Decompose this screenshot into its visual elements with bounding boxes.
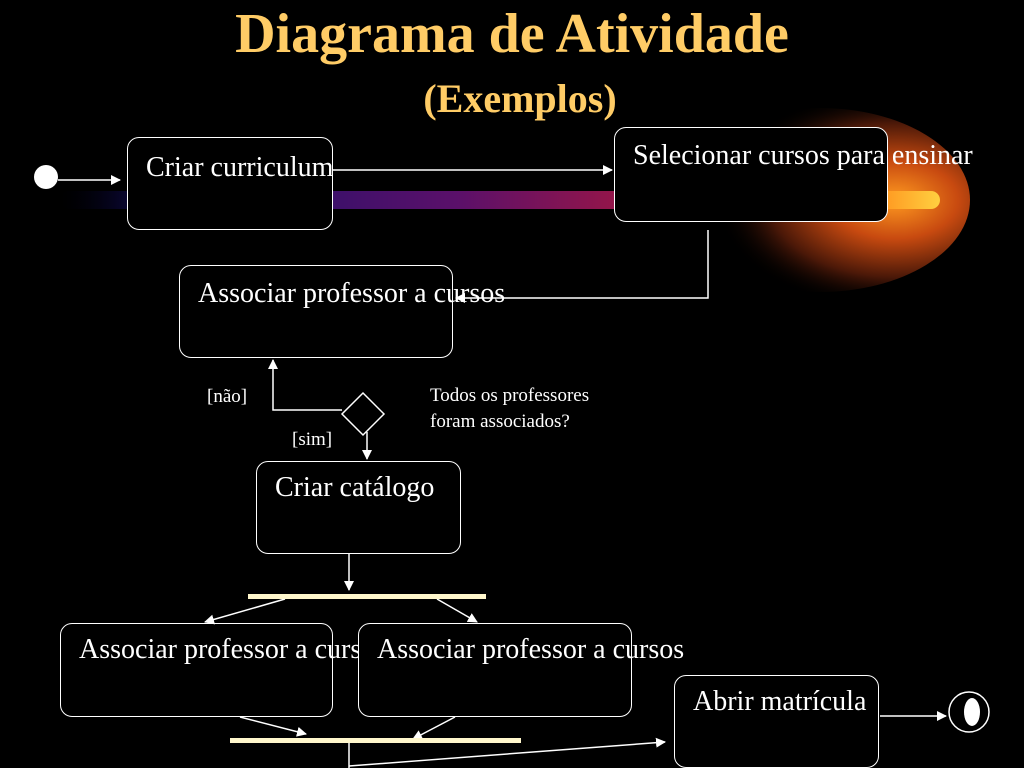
activity-label: Criar curriculum — [146, 152, 334, 183]
activity-abrir-matricula[interactable]: Abrir matrícula — [674, 675, 879, 768]
edge-selecionar-associar — [455, 230, 709, 303]
slide-subtitle: (Exemplos) — [423, 76, 617, 121]
fork-bar — [248, 594, 486, 599]
activity-criar-curriculum[interactable]: Criar curriculum — [127, 137, 333, 230]
edge-associar3-join — [412, 716, 456, 740]
activity-criar-catalogo[interactable]: Criar catálogo — [256, 461, 461, 554]
activity-label: Abrir matrícula — [693, 686, 867, 717]
edge-fork-associar2 — [204, 598, 286, 625]
activity-associar-professor-1[interactable]: Associar professor a cursos — [179, 265, 505, 358]
decision-diamond[interactable] — [340, 391, 386, 437]
activity-label: Associar professor a cursos — [377, 634, 685, 665]
activity-selecionar-cursos[interactable]: Selecionar cursos para ensinar — [614, 127, 973, 222]
activity-label: Associar professor a cursos — [198, 278, 506, 309]
activity-associar-professor-3[interactable]: Associar professor a cursos — [358, 623, 684, 717]
edge-associar2-join — [239, 716, 307, 737]
activity-label: Criar catálogo — [275, 472, 435, 503]
activity-associar-professor-2[interactable]: Associar professor a cursos — [60, 623, 386, 717]
initial-node — [34, 165, 58, 189]
activity-label: Selecionar cursos para ensinar — [633, 140, 973, 171]
guard-sim: [sim] — [292, 429, 333, 450]
slide-title: Diagrama de Atividade — [235, 3, 789, 65]
final-node-core — [964, 698, 980, 726]
edge-join-matricula-arrow — [348, 737, 666, 767]
edge-fork-associar3 — [436, 598, 478, 623]
join-bar — [230, 738, 521, 743]
edge-decision-nao — [268, 359, 342, 411]
guard-nao: [não] — [207, 386, 248, 407]
activity-label: Associar professor a cursos — [79, 634, 387, 665]
decision-note: Todos os professores foram associados? — [430, 385, 590, 432]
